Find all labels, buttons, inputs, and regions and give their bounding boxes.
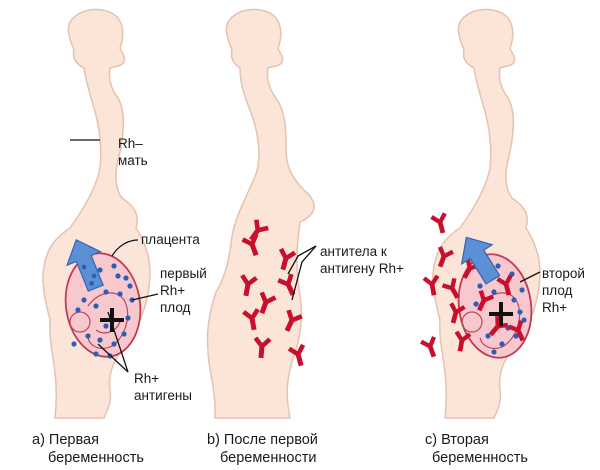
blue-dot-icon [121, 331, 127, 337]
mother-silhouette [42, 8, 151, 419]
plus-sign-icon [100, 308, 124, 332]
blue-dot-icon [115, 273, 121, 279]
blue-dot-icon [499, 341, 505, 347]
blue-dot-icon [93, 351, 99, 357]
panel-after-first-pregnancy: антитела к антигену Rh+ b) После первой … [206, 8, 404, 466]
caption-b-2: беременности [220, 450, 316, 466]
y-shaped-antibody-icon [240, 274, 258, 297]
caption-c-2: беременность [432, 450, 528, 466]
y-shaped-antibody-icon [437, 246, 454, 268]
blue-dot-icon [85, 333, 91, 339]
upward-arrow-icon [66, 239, 104, 292]
blue-dot-icon [93, 303, 99, 309]
label-rh-negative-mother-2: мать [118, 153, 148, 168]
y-shaped-antibody-icon [422, 274, 440, 296]
label-first-fetus-1: первый [160, 266, 207, 281]
label-antibodies-2: антигену Rh+ [320, 261, 404, 276]
y-shaped-antibody-icon [287, 343, 306, 367]
y-shaped-antibody-icon [507, 320, 525, 342]
label-second-fetus-3: Rh+ [542, 300, 567, 315]
mother-silhouette [432, 8, 541, 419]
caption-b-1: b) После первой [207, 432, 318, 448]
antibody-group [420, 212, 525, 358]
panel-first-pregnancy: Rh– мать плацента первый Rh+ плод Rh+ ан… [32, 8, 207, 466]
y-shaped-antibody-icon [249, 219, 269, 242]
blue-dot-icon [513, 333, 519, 339]
blue-dot-icon [511, 297, 517, 303]
y-shaped-antibody-icon [284, 309, 303, 332]
label-antibodies-1: антитела к [320, 244, 387, 259]
blue-dot-icon [517, 309, 523, 315]
label-first-fetus-2: Rh+ [160, 283, 185, 298]
y-shaped-antibody-icon [242, 308, 260, 331]
blue-dot-icon [491, 349, 497, 355]
y-shaped-antibody-icon [449, 302, 466, 324]
y-shaped-antibody-icon [277, 273, 296, 296]
blue-dot-icon [71, 341, 77, 347]
caption-c-1: c) Вторая [425, 432, 489, 448]
label-placenta: плацента [141, 232, 200, 247]
caption-a-2: беременность [48, 450, 144, 466]
label-rh-antigens-1: Rh+ [134, 371, 159, 386]
blue-dot-icon [485, 333, 491, 339]
caption-a-1: a) Первая [32, 432, 99, 448]
y-shaped-antibody-icon [488, 316, 509, 337]
y-shaped-antibody-icon [430, 212, 447, 234]
y-shaped-antibody-icon [454, 330, 472, 352]
blue-dot-icon [97, 337, 103, 343]
y-shaped-antibody-icon [441, 277, 460, 300]
y-shaped-antibody-icon [420, 336, 437, 358]
blue-dot-icon [103, 289, 109, 295]
blue-dot-icon [473, 301, 479, 307]
y-shaped-antibody-icon [496, 274, 513, 296]
blue-dot-icon [125, 315, 131, 321]
blue-dot-icon [519, 287, 525, 293]
y-shaped-antibody-icon [477, 290, 495, 312]
panel-second-pregnancy: второй плод Rh+ c) Вторая беременность [420, 8, 585, 466]
y-shaped-antibody-icon [259, 291, 277, 315]
label-first-fetus-3: плод [160, 300, 191, 315]
label-rh-negative-mother: Rh– [118, 136, 143, 151]
blue-dot-icon [111, 341, 117, 347]
blue-dot-icon [477, 283, 483, 289]
label-second-fetus-2: плод [542, 283, 573, 298]
label-rh-antigens-2: антигены [134, 388, 192, 403]
blue-dot-icon [81, 297, 87, 303]
blue-dot-icon [123, 275, 129, 281]
blue-dot-icon [117, 291, 123, 297]
blue-dot-icon [103, 323, 109, 329]
y-shaped-antibody-icon [278, 247, 297, 271]
label-second-fetus-1: второй [542, 266, 585, 281]
antibody-group [240, 219, 306, 367]
blue-dot-icon [491, 289, 497, 295]
blue-dot-icon [127, 283, 133, 289]
blue-dot-icon [97, 267, 103, 273]
blue-dot-icon [495, 263, 501, 269]
blue-dot-icon [111, 263, 117, 269]
y-shaped-antibody-icon [253, 336, 272, 359]
y-shaped-antibody-icon [462, 257, 481, 280]
plus-sign-icon [489, 302, 513, 326]
upward-arrow-icon [460, 236, 501, 285]
blue-dot-icon [75, 307, 81, 313]
